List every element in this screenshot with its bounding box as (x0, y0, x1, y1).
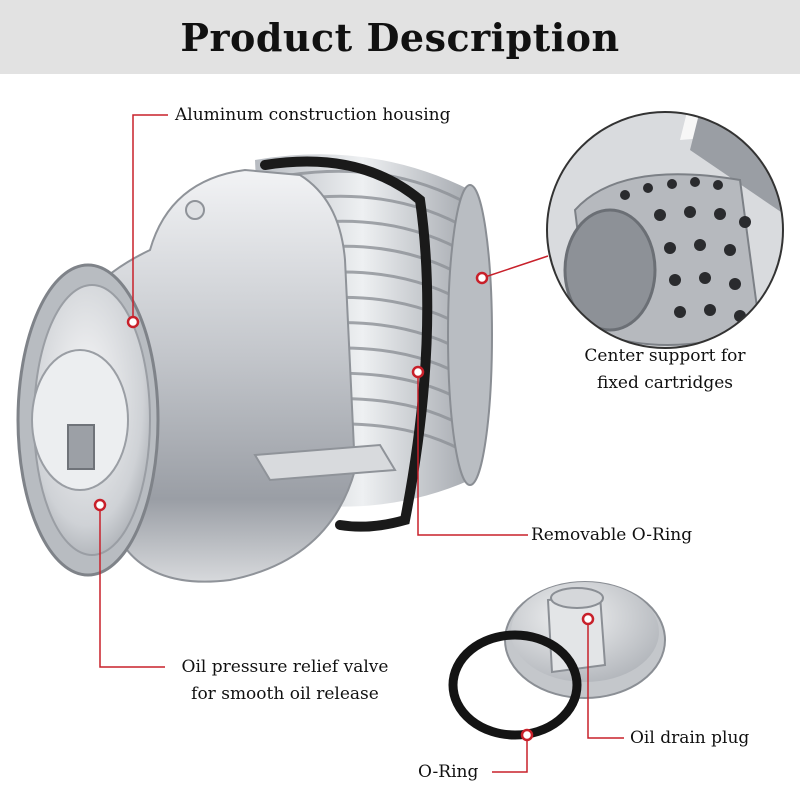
callout-dot-center-support (475, 271, 489, 285)
callout-relief-valve: Oil pressure relief valve for smooth oil… (160, 654, 410, 708)
callout-drain-plug: Oil drain plug (630, 728, 750, 748)
callout-lines (99, 114, 624, 773)
callout-housing: Aluminum construction housing (175, 105, 451, 125)
loose-o-ring (448, 630, 582, 740)
callout-o-ring: O-Ring (418, 762, 479, 782)
callout-relief-valve-line1: Oil pressure relief valve (181, 657, 389, 677)
callout-dot-relief-valve (93, 498, 107, 512)
callout-line-drain-plug (587, 621, 624, 739)
page-title: Product Description (180, 14, 620, 60)
callout-dot-o-ring (520, 728, 534, 742)
housing-o-ring (260, 156, 433, 532)
callout-center-support: Center support for fixed cartridges (560, 343, 770, 397)
housing-cap-body (16, 168, 397, 583)
callout-relief-valve-line2: for smooth oil release (191, 684, 379, 704)
callout-dot-o-ring-removable (411, 365, 425, 379)
callout-dot-housing (126, 315, 140, 329)
callout-line-o-ring (492, 737, 528, 773)
callout-dots (93, 271, 595, 742)
callout-line-center-support (481, 255, 549, 279)
callout-line-housing (132, 114, 168, 320)
callout-line-relief-valve (99, 505, 165, 668)
header-banner: Product Description (0, 0, 800, 74)
center-support-zoom (546, 111, 784, 349)
callout-center-support-line1: Center support for (584, 346, 746, 366)
callout-o-ring-removable: Removable O-Ring (531, 525, 693, 545)
callout-center-support-line2: fixed cartridges (597, 373, 733, 393)
callout-dot-drain-plug (581, 612, 595, 626)
callout-line-o-ring-removable (417, 372, 528, 536)
